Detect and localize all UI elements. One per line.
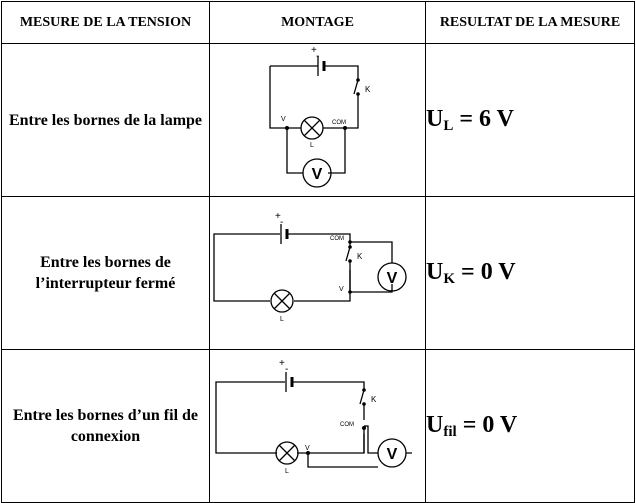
result-value: = 0 V: [456, 411, 518, 438]
battery-plus-label: +: [311, 45, 317, 56]
com-terminal-label: COM: [332, 120, 346, 126]
header-measure: MESURE DE LA TENSION: [1, 1, 210, 44]
battery-minus-label: -: [316, 51, 319, 62]
result-subscript: fil: [443, 423, 457, 440]
table-row: Entre les bornes de la lampe +: [1, 43, 635, 197]
battery-minus-label: -: [285, 364, 288, 375]
circuit-cell: + - K COM V L V: [209, 196, 426, 350]
result-value: = 6 V: [453, 105, 514, 132]
circuit-switch-measure: + - K COM V L V: [212, 211, 407, 323]
measure-description: Entre les bornes d’un fil de connexion: [1, 349, 210, 503]
lamp-icon: [299, 116, 324, 140]
v-terminal-label: V: [339, 286, 344, 293]
circuit-wire-measure: + - K COM V L V: [214, 358, 412, 475]
measure-result: UK = 0 V: [425, 196, 635, 350]
header-montage: MONTAGE: [209, 1, 426, 44]
result-symbol: U: [426, 258, 444, 285]
voltmeter-label: V: [311, 166, 322, 183]
battery-minus-label: -: [280, 217, 283, 228]
lamp-icon: [274, 441, 299, 465]
header-result: RESULTAT DE LA MESURE: [425, 1, 635, 44]
result-symbol: U: [426, 105, 444, 132]
circuit-cell: + - K V COM L V: [209, 43, 426, 197]
battery-plus-label: +: [279, 358, 285, 369]
switch-blade: [352, 79, 359, 95]
lamp-label: L: [285, 468, 289, 475]
com-terminal-label: COM: [330, 236, 344, 242]
voltmeter-label: V: [386, 446, 397, 463]
voltmeter-icon: [301, 158, 332, 188]
table-row: Entre les bornes d’un fil de connexion: [1, 349, 635, 503]
switch-label: K: [357, 252, 363, 261]
voltmeter-icon: [376, 262, 407, 292]
switch-blade: [344, 246, 351, 262]
result-subscript: K: [443, 270, 456, 287]
result-symbol: U: [426, 411, 444, 438]
switch-label: K: [371, 395, 377, 404]
battery-plus-label: +: [275, 211, 281, 222]
voltmeter-label: V: [386, 270, 397, 287]
lamp-icon: [269, 289, 294, 313]
result-subscript: L: [443, 117, 454, 134]
measure-result: UL = 6 V: [425, 43, 635, 197]
lamp-label: L: [310, 142, 314, 149]
lamp-label: L: [280, 316, 284, 323]
circuit-lamp-measure: + - K V COM L V: [268, 45, 371, 188]
table-row: Entre les bornes de l’interrupteur fermé: [1, 196, 635, 350]
circuit-cell: + - K COM V L V: [209, 349, 426, 503]
header-row: MESURE DE LA TENSION MONTAGE RESULTAT DE…: [1, 1, 635, 44]
result-value: = 0 V: [455, 258, 516, 285]
v-terminal-label: V: [281, 116, 286, 123]
measure-result: Ufil = 0 V: [425, 349, 635, 503]
measure-description: Entre les bornes de la lampe: [1, 43, 210, 197]
com-terminal-label: COM: [340, 422, 354, 428]
switch-label: K: [365, 85, 371, 94]
voltmeter-icon: [376, 438, 407, 468]
v-terminal-label: V: [305, 445, 310, 452]
measure-description: Entre les bornes de l’interrupteur fermé: [1, 196, 210, 350]
switch-blade: [358, 389, 365, 405]
